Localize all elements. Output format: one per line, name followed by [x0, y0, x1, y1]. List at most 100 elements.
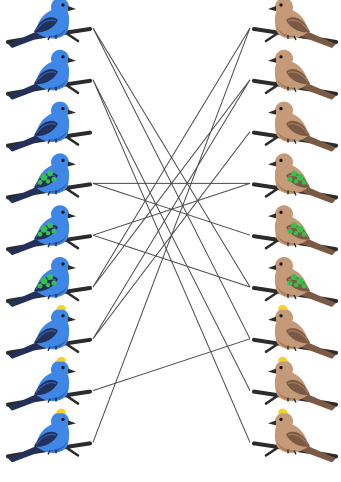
- right-bird-3: [252, 101, 338, 152]
- tail: [8, 30, 44, 48]
- green-spot: [287, 280, 293, 286]
- right-bird-5: [252, 205, 338, 256]
- eye: [279, 55, 283, 59]
- tail: [8, 81, 44, 100]
- green-spot: [47, 274, 53, 280]
- tail: [300, 237, 336, 256]
- eye: [61, 210, 65, 214]
- beak: [268, 213, 276, 219]
- green-spot: [291, 170, 297, 177]
- green-spot: [296, 174, 304, 181]
- left-bird-column: [6, 0, 92, 463]
- connection-line-14: [92, 27, 251, 443]
- beak: [68, 6, 76, 11]
- green-spot: [287, 228, 293, 234]
- bird-head: [275, 101, 293, 120]
- eye: [61, 314, 65, 318]
- green-spot: [45, 282, 51, 288]
- eye: [279, 262, 283, 266]
- bird-head: [275, 412, 293, 431]
- green-spot: [293, 179, 299, 184]
- bird-head: [275, 153, 293, 172]
- tail: [8, 133, 44, 152]
- beak: [68, 368, 76, 374]
- bird-head: [51, 0, 69, 16]
- right-bird-1: [252, 0, 338, 48]
- green-spot: [51, 280, 57, 286]
- yellow-crest: [56, 304, 66, 310]
- eye: [279, 366, 283, 370]
- green-spot: [51, 176, 57, 182]
- beak: [268, 420, 276, 426]
- bird-head: [275, 360, 293, 379]
- yellow-crest: [278, 304, 288, 310]
- tail: [300, 392, 336, 411]
- yellow-crest: [278, 408, 288, 414]
- wing: [34, 17, 58, 33]
- tail: [8, 289, 44, 307]
- eye: [279, 158, 283, 162]
- right-bird-2: [252, 49, 338, 100]
- wing: [286, 431, 310, 447]
- wing: [286, 17, 310, 33]
- green-spot: [47, 170, 53, 177]
- wing: [34, 120, 58, 136]
- bird-head: [275, 257, 293, 275]
- green-spot: [291, 274, 297, 280]
- green-spot: [301, 231, 307, 237]
- eye: [61, 366, 65, 370]
- beak: [268, 368, 276, 374]
- beak: [268, 57, 276, 63]
- green-spot: [37, 283, 43, 289]
- left-bird-8: [6, 356, 92, 411]
- connection-lines: [92, 27, 251, 443]
- left-bird-9: [6, 408, 92, 463]
- green-spot: [296, 225, 304, 233]
- beak: [68, 420, 76, 426]
- connection-line-11: [92, 79, 251, 340]
- yellow-crest: [56, 356, 66, 362]
- bird-head: [275, 308, 293, 327]
- beak: [68, 161, 76, 167]
- eye: [61, 262, 65, 266]
- green-spot: [291, 222, 297, 229]
- beak: [268, 109, 276, 115]
- bird-head: [51, 308, 69, 327]
- wing: [286, 120, 310, 136]
- green-spot: [301, 180, 307, 185]
- left-bird-5: [6, 205, 92, 256]
- right-bird-column: [252, 0, 338, 463]
- tail: [300, 340, 336, 359]
- wing: [34, 69, 58, 85]
- bird-head: [275, 49, 293, 68]
- eye: [279, 107, 283, 111]
- left-bird-1: [6, 0, 92, 48]
- eye: [279, 210, 283, 214]
- beak: [68, 213, 76, 219]
- eye: [279, 417, 283, 421]
- bird-head: [51, 49, 69, 68]
- right-bird-7: [252, 304, 338, 359]
- green-spot: [51, 228, 57, 234]
- wing: [286, 69, 310, 85]
- connection-line-13: [92, 338, 251, 392]
- tail: [8, 444, 44, 463]
- wing: [34, 379, 58, 395]
- green-spot: [37, 180, 43, 185]
- tail: [8, 185, 44, 204]
- connection-line-8: [92, 234, 251, 288]
- bird-head: [51, 153, 69, 172]
- green-spot: [296, 277, 304, 285]
- bird-head: [51, 205, 69, 224]
- yellow-crest: [56, 408, 66, 414]
- bird-head: [51, 257, 69, 275]
- tail: [300, 81, 336, 100]
- eye: [61, 158, 65, 162]
- green-spot: [40, 174, 48, 181]
- tail: [300, 133, 336, 152]
- green-spot: [301, 283, 307, 289]
- green-spot: [40, 225, 48, 233]
- eye: [61, 107, 65, 111]
- tail: [8, 340, 44, 359]
- eye: [279, 3, 283, 7]
